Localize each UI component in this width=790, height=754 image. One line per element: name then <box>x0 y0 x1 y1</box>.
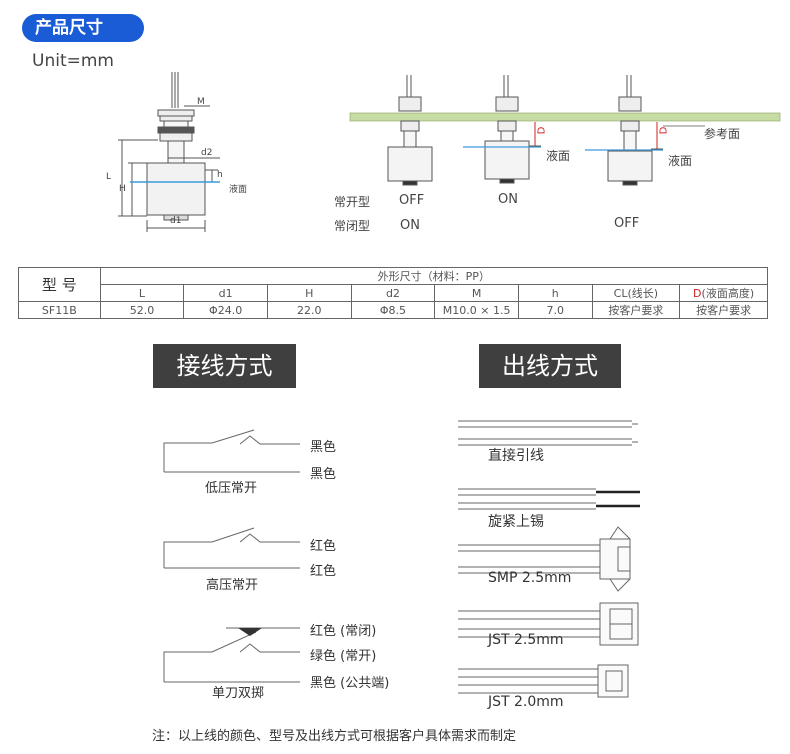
col-H: H <box>266 284 352 302</box>
outlet-diagrams <box>458 420 640 698</box>
dim-h-label: h <box>217 170 223 180</box>
unit-label: Unit=mm <box>32 51 114 71</box>
dimension-drawing <box>118 72 220 232</box>
cell-CL: 按客户要求 <box>591 301 681 319</box>
wiring-caption-high-voltage: 高压常开 <box>206 578 259 593</box>
liquid-label-2: 液面 <box>668 154 693 168</box>
dim-liquid-label: 液面 <box>229 185 248 195</box>
D-label-1: D <box>536 126 548 135</box>
cell-L: 52.0 <box>99 301 185 319</box>
col-CL: CL(线长) <box>591 284 681 302</box>
col-L: L <box>99 284 185 302</box>
liquid-label-1: 液面 <box>546 149 571 163</box>
footer-note: 注：以上线的颜色、型号及出线方式可根据客户具体需求而制定 <box>152 729 517 744</box>
installation-drawing <box>349 75 781 186</box>
dim-H-label: H <box>119 184 126 194</box>
cell-d1: Φ24.0 <box>183 301 268 319</box>
cell-D: 按客户要求 <box>679 301 768 319</box>
group-header: 外形尺寸（材料：PP） <box>99 267 769 285</box>
outlet-label-tinned: 旋紧上锡 <box>488 514 544 530</box>
row-label-normally-closed: 常闭型 <box>334 219 371 233</box>
cell-M: M10.0 × 1.5 <box>434 301 519 319</box>
wire-label-black-1: 黑色 <box>310 440 337 455</box>
model-header: 型 号 <box>18 267 101 302</box>
cell-d2: Φ8.5 <box>350 301 436 319</box>
col-D-suffix: (液面高度) <box>701 287 755 300</box>
wire-label-red-nc: 红色 (常闭) <box>310 624 377 639</box>
dim-d2-label: d2 <box>201 148 213 158</box>
outlet-label-jst25: JST 2.5mm <box>488 632 564 648</box>
float2-state-1: ON <box>498 192 518 207</box>
cell-h: 7.0 <box>517 301 593 319</box>
table-row: SF11B 52.0 Φ24.0 22.0 Φ8.5 M10.0 × 1.5 7… <box>18 301 768 319</box>
section-badge: 产品尺寸 <box>22 14 144 42</box>
float1-state-2: ON <box>400 218 420 233</box>
dim-d1-label: d1 <box>170 216 182 226</box>
outlet-title: 出线方式 <box>479 344 621 388</box>
wiring-diagrams <box>163 429 300 683</box>
cell-model: SF11B <box>18 301 101 319</box>
wiring-caption-low-voltage: 低压常开 <box>205 481 258 496</box>
wire-label-red-2: 红色 <box>310 564 337 579</box>
row-label-normally-open: 常开型 <box>334 195 371 209</box>
cell-H: 22.0 <box>266 301 352 319</box>
col-d1: d1 <box>183 284 268 302</box>
float1-state-1: OFF <box>399 193 425 208</box>
wire-label-black-com: 黑色 (公共端) <box>310 676 390 691</box>
wiring-title: 接线方式 <box>153 344 296 388</box>
col-d2: d2 <box>350 284 436 302</box>
float3-state-2: OFF <box>614 216 640 231</box>
col-D-prefix: D <box>693 287 702 300</box>
wiring-caption-spdt: 单刀双掷 <box>212 686 265 701</box>
col-h: h <box>517 284 593 302</box>
col-D: D(液面高度) <box>679 284 768 302</box>
dim-L-label: L <box>106 172 112 182</box>
outlet-label-smp: SMP 2.5mm <box>488 570 572 586</box>
outlet-label-direct: 直接引线 <box>488 448 544 464</box>
dim-M-label: M <box>197 97 205 107</box>
D-label-2: D <box>658 126 670 135</box>
wire-label-black-2: 黑色 <box>310 467 337 482</box>
outlet-label-jst20: JST 2.0mm <box>488 694 564 710</box>
ref-surface-label: 参考面 <box>704 127 741 141</box>
wire-label-green-no: 绿色 (常开) <box>310 649 377 664</box>
spec-table: 型 号 外形尺寸（材料：PP） L d1 H d2 M h CL(线长) D(液… <box>18 267 769 319</box>
wire-label-red-1: 红色 <box>310 539 337 554</box>
col-M: M <box>434 284 519 302</box>
